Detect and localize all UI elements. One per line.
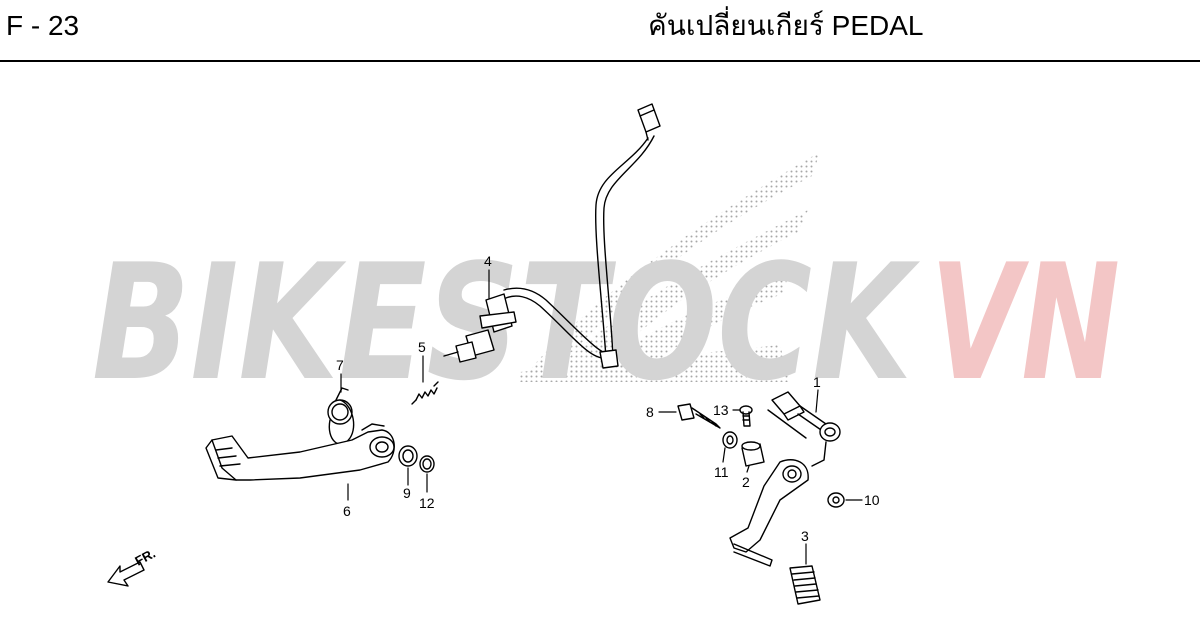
callout-leaders — [340, 269, 863, 565]
part-13-bolt — [739, 405, 753, 427]
part-1-shift-arm — [767, 391, 841, 442]
callout-11: 11 — [714, 464, 729, 480]
callout-13: 13 — [713, 402, 729, 418]
part-8-bolt — [677, 403, 721, 429]
callout-2: 2 — [742, 474, 750, 490]
wing-logo-watermark — [520, 152, 820, 382]
part-11-washer — [722, 431, 738, 449]
callout-numbers: 4 5 7 6 9 12 8 13 11 2 1 10 3 — [336, 253, 880, 544]
callout-6: 6 — [343, 503, 351, 519]
callout-8: 8 — [646, 404, 654, 420]
part-6-brake-pedal — [205, 423, 395, 481]
part-12-clip — [419, 455, 435, 473]
header-rule — [0, 60, 1200, 62]
part-9-washer — [398, 445, 418, 467]
front-arrow-icon — [107, 561, 145, 587]
part-3-gearshift-pedal — [729, 441, 827, 605]
callout-10: 10 — [864, 492, 880, 508]
part-10-washer — [827, 492, 845, 508]
page-title: คันเปลี่ยนเกียร์ PEDAL — [648, 10, 924, 41]
part-2-collar — [741, 441, 765, 467]
callout-9: 9 — [403, 485, 411, 501]
callout-3: 3 — [801, 528, 809, 544]
callout-4: 4 — [484, 253, 492, 269]
part-7-torsion-spring — [327, 387, 355, 445]
callout-1: 1 — [813, 374, 821, 390]
watermark-text-red: VN — [930, 229, 1120, 416]
callout-5: 5 — [418, 339, 426, 355]
callout-12: 12 — [419, 495, 435, 511]
callout-7: 7 — [336, 357, 344, 373]
part-5-spring — [411, 381, 439, 405]
part-4-switch-harness — [443, 103, 661, 369]
page-code: F - 23 — [6, 10, 80, 41]
